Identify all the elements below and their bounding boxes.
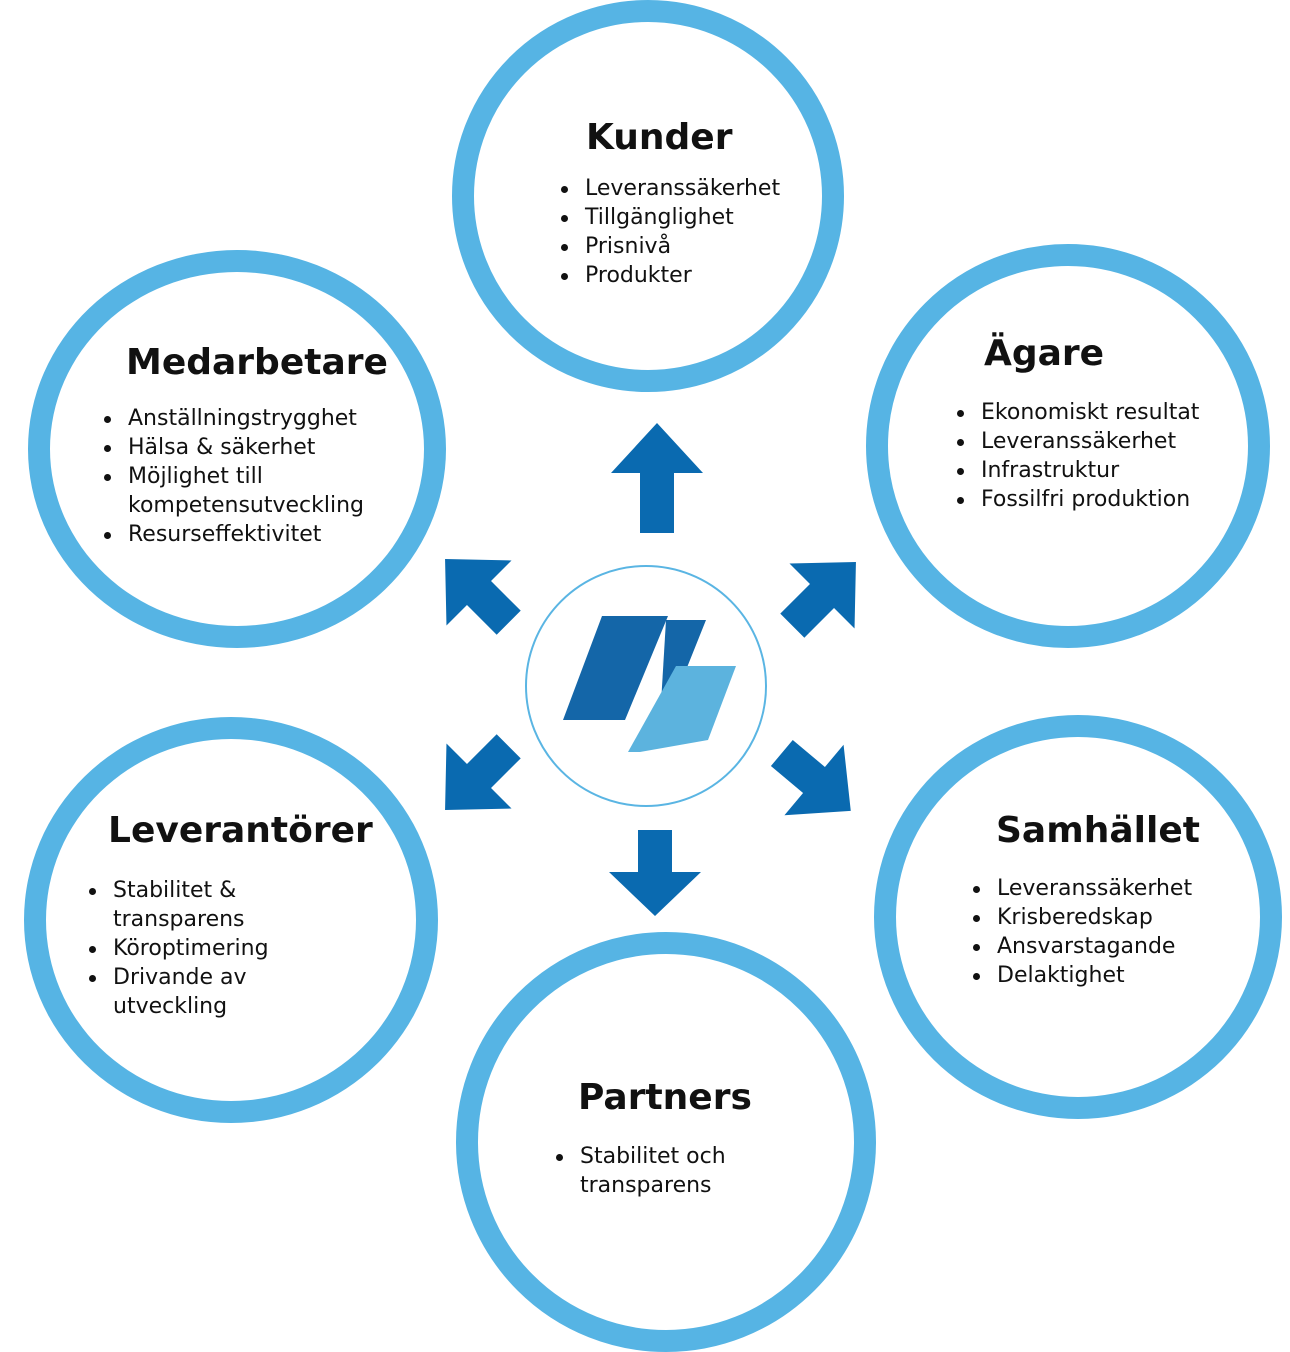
- list-item: Köroptimering: [84, 934, 284, 963]
- list-item: Resurseffektivitet: [99, 520, 399, 549]
- list-item: Leveranssäkerhet: [968, 874, 1228, 903]
- list-item: Krisberedskap: [968, 903, 1228, 932]
- arrow-up-right-icon: [780, 562, 856, 638]
- list-item: Ekonomiskt resultat: [952, 398, 1236, 427]
- stakeholder-list-medarbetare: Anställningstrygghet Hälsa & säkerhet Mö…: [99, 404, 399, 549]
- stakeholder-list-agare: Ekonomiskt resultat Leveranssäkerhet Inf…: [952, 398, 1236, 514]
- arrow-up-icon: [611, 423, 703, 533]
- list-item: Hälsa & säkerhet: [99, 433, 399, 462]
- list-item: Stabilitet & transparens: [84, 876, 284, 934]
- stakeholder-list-leverantorer: Stabilitet & transparens Köroptimering D…: [84, 876, 284, 1021]
- list-item: Prisnivå: [556, 232, 818, 261]
- stakeholder-title-leverantorer: Leverantörer: [108, 810, 373, 851]
- stakeholder-title-kunder: Kunder: [586, 117, 733, 158]
- stakeholder-title-medarbetare: Medarbetare: [126, 342, 388, 383]
- list-item: Infrastruktur: [952, 456, 1236, 485]
- list-item: Anställningstrygghet: [99, 404, 399, 433]
- list-item: Drivande av utveckling: [84, 963, 284, 1021]
- stakeholder-title-agare: Ägare: [984, 333, 1105, 374]
- list-item: Ansvarstagande: [968, 932, 1228, 961]
- list-item: Fossilfri produktion: [952, 485, 1236, 514]
- stakeholder-title-partners: Partners: [578, 1077, 752, 1118]
- arrow-up-left-icon: [445, 559, 521, 635]
- stakeholder-list-partners: Stabilitet och transparens: [551, 1142, 771, 1200]
- arrow-down-right-icon: [770, 739, 851, 816]
- list-item: Tillgänglighet: [556, 203, 818, 232]
- arrow-down-left-icon: [445, 734, 521, 810]
- stakeholder-list-samhallet: Leveranssäkerhet Krisberedskap Ansvarsta…: [968, 874, 1228, 990]
- stakeholder-title-samhallet: Samhället: [996, 810, 1200, 851]
- list-item: Delaktighet: [968, 961, 1228, 990]
- arrow-down-icon: [609, 830, 701, 916]
- list-item: Möjlighet till kompetensutveckling: [99, 462, 399, 520]
- center-hub: [525, 565, 767, 807]
- list-item: Produkter: [556, 261, 818, 290]
- list-item: Leveranssäkerhet: [556, 174, 818, 203]
- list-item: Stabilitet och transparens: [551, 1142, 771, 1200]
- stakeholder-list-kunder: Leveranssäkerhet Tillgänglighet Prisnivå…: [556, 174, 818, 290]
- company-logo-icon: [563, 616, 736, 752]
- list-item: Leveranssäkerhet: [952, 427, 1236, 456]
